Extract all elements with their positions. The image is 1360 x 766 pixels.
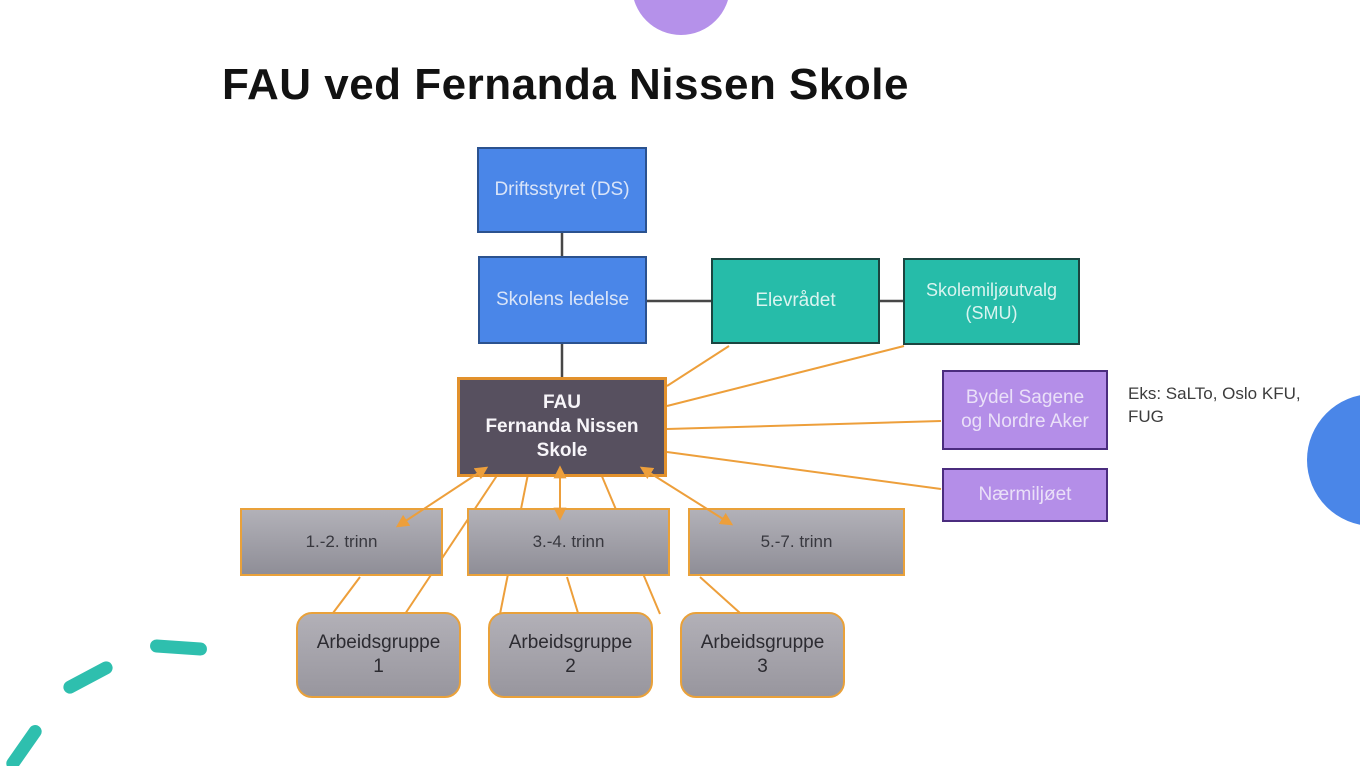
node-arbeidsgruppe-3: Arbeidsgruppe 3 xyxy=(680,612,845,698)
node-trinn-5-7: 5.-7. trinn xyxy=(688,508,905,576)
node-skolemiljoutvalg: Skolemiljøutvalg (SMU) xyxy=(903,258,1080,345)
node-trinn-3-4: 3.-4. trinn xyxy=(467,508,670,576)
eks-note: Eks: SaLTo, Oslo KFU, FUG xyxy=(1128,384,1301,426)
node-elevradet: Elevrådet xyxy=(711,258,880,344)
slide-title: FAU ved Fernanda Nissen Skole xyxy=(222,60,909,109)
teal-dash-decoration xyxy=(3,722,45,766)
node-naermiljoet: Nærmiljøet xyxy=(942,468,1108,522)
purple-circle-decoration xyxy=(632,0,730,35)
node-bydel-sagene: Bydel Sagene og Nordre Aker xyxy=(942,370,1108,450)
node-arbeidsgruppe-1: Arbeidsgruppe 1 xyxy=(296,612,461,698)
teal-dash-decoration xyxy=(149,639,208,656)
node-driftsstyret: Driftsstyret (DS) xyxy=(477,147,647,233)
node-skolens-ledelse: Skolens ledelse xyxy=(478,256,647,344)
node-trinn-1-2: 1.-2. trinn xyxy=(240,508,443,576)
node-arbeidsgruppe-2: Arbeidsgruppe 2 xyxy=(488,612,653,698)
teal-dash-decoration xyxy=(61,659,115,696)
node-fau: FAU Fernanda Nissen Skole xyxy=(457,377,667,477)
